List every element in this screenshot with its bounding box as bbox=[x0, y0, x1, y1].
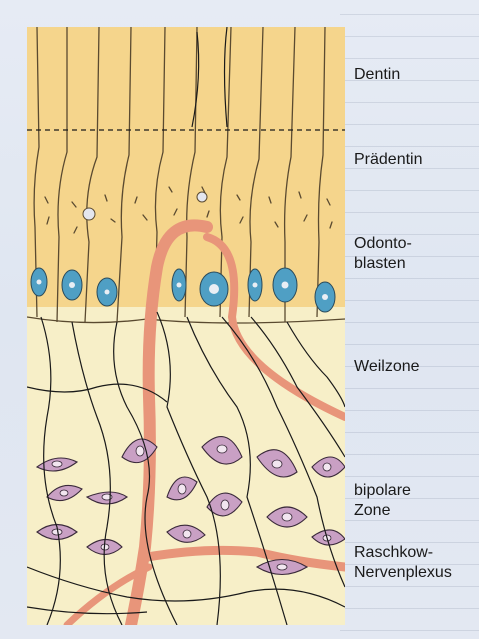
weilzone-region bbox=[27, 307, 345, 625]
dental-pulp-diagram bbox=[27, 27, 345, 625]
label-odontoblasten: Odonto- blasten bbox=[354, 234, 412, 274]
label-bipolare-zone: bipolare Zone bbox=[354, 481, 411, 521]
label-praedentin: Prädentin bbox=[354, 150, 423, 170]
vacuole bbox=[83, 208, 95, 220]
label-raschkow-nervenplexus: Raschkow- Nervenplexus bbox=[354, 543, 452, 583]
label-weilzone: Weilzone bbox=[354, 357, 420, 377]
label-dentin: Dentin bbox=[354, 65, 400, 85]
vacuole bbox=[197, 192, 207, 202]
